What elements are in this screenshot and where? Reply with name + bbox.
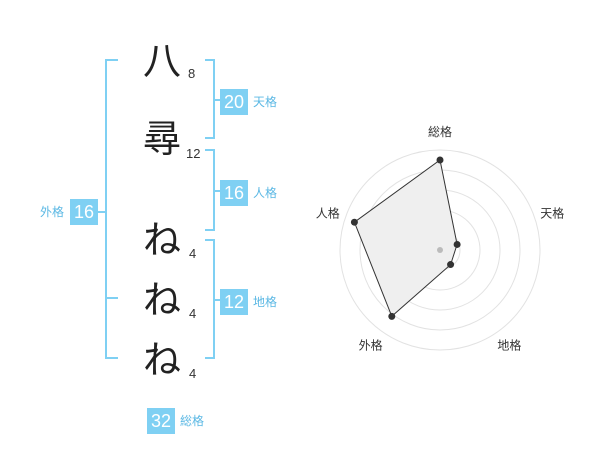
gaikaku-label: 外格 xyxy=(40,205,65,219)
radar-center-dot xyxy=(437,247,443,253)
radar-axis-label: 総格 xyxy=(428,124,452,139)
chikaku-label: 地格 xyxy=(253,295,278,309)
radar-ring xyxy=(339,149,541,351)
name-char-1: 八 xyxy=(143,39,182,83)
stroke-count-2: 12 xyxy=(186,146,201,161)
soukaku-label: 総格 xyxy=(180,414,205,428)
stroke-count-4: 4 xyxy=(189,306,197,321)
radar-axis-label: 地格 xyxy=(497,337,521,352)
jinkaku-label: 人格 xyxy=(253,186,278,200)
name-char-2: 尋 xyxy=(143,117,182,161)
gaikaku-value: 16 xyxy=(70,199,98,225)
stroke-count-3: 4 xyxy=(189,246,197,261)
radar-point xyxy=(436,156,444,164)
name-char-5: ね xyxy=(143,338,182,382)
stroke-count-1: 8 xyxy=(188,66,196,81)
tenkaku-value: 20 xyxy=(220,89,248,115)
name-char-3: ね xyxy=(143,218,182,262)
jinkaku-value: 16 xyxy=(220,180,248,206)
radar-point xyxy=(447,261,455,269)
tenkaku-label: 天格 xyxy=(253,95,278,109)
radar-point xyxy=(388,312,396,320)
soukaku-value: 32 xyxy=(147,408,175,434)
radar-point xyxy=(350,218,358,226)
radar-axis-label: 外格 xyxy=(359,337,383,352)
gaikaku-bracket xyxy=(105,59,118,359)
radar-polygon xyxy=(353,159,458,318)
chikaku-value: 12 xyxy=(220,289,248,315)
radar-axis-label: 人格 xyxy=(316,206,340,221)
stroke-count-5: 4 xyxy=(189,366,197,381)
radar-points xyxy=(350,156,461,320)
radar-axis-label: 天格 xyxy=(540,206,564,221)
name-char-4: ね xyxy=(143,278,182,322)
radar-point xyxy=(453,240,461,248)
